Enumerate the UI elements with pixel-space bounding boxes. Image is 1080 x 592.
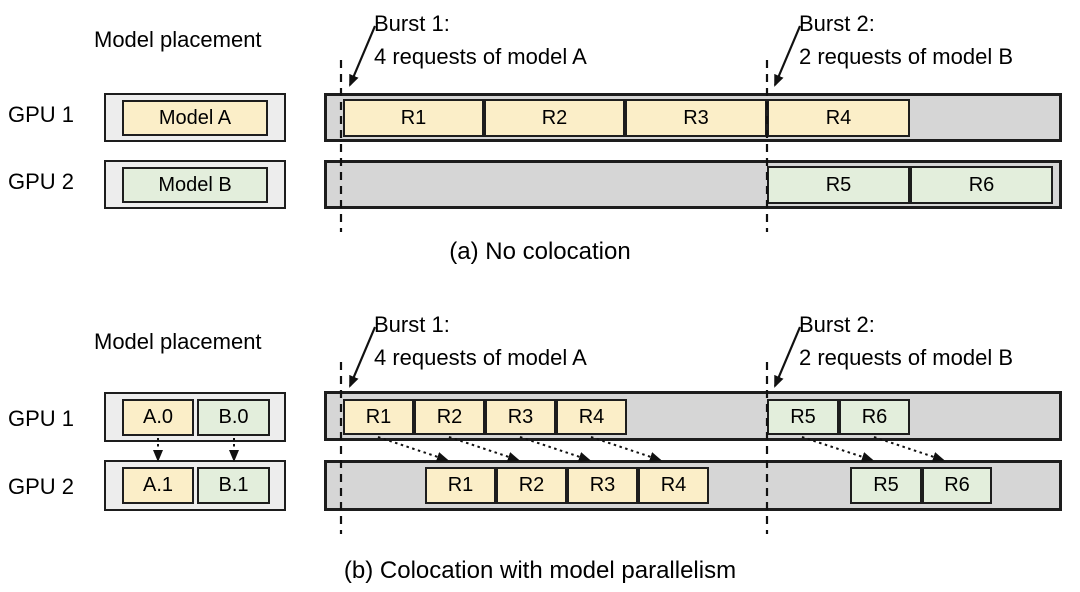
burst1-desc-b: 4 requests of model A [374, 345, 587, 370]
burst2-desc-a: 2 requests of model B [799, 44, 1014, 69]
request-box: R1 [425, 467, 496, 504]
request-box: R3 [567, 467, 638, 504]
request-box: R2 [414, 399, 485, 435]
request-box: R6 [910, 166, 1053, 204]
placement-title-a: Model placement [94, 27, 262, 52]
request-box: R5 [850, 467, 922, 504]
request-box: R6 [922, 467, 992, 504]
shard-box: A.0 [122, 399, 194, 436]
burst2-arrow-icon-a [773, 25, 802, 87]
request-box: R1 [343, 99, 484, 137]
shard-box: A.1 [122, 467, 194, 504]
placement-title-b: Model placement [94, 329, 262, 354]
request-box: R2 [496, 467, 567, 504]
burst1-arrow-icon-b [348, 326, 377, 388]
request-box: R5 [767, 166, 910, 204]
request-box: R4 [638, 467, 709, 504]
request-box: R3 [485, 399, 556, 435]
burst2-title-a: Burst 2: [799, 11, 875, 36]
request-box: R2 [484, 99, 625, 137]
burst1-title-a: Burst 1: [374, 11, 450, 36]
request-box: R1 [343, 399, 414, 435]
request-box: R3 [625, 99, 767, 137]
gpu2-label-b: GPU 2 [8, 474, 75, 499]
model-b-box: Model B [122, 167, 268, 203]
burst2-arrow-icon-b [773, 326, 802, 388]
gpu1-label-a: GPU 1 [8, 102, 75, 127]
request-box: R4 [556, 399, 627, 435]
caption-b: (b) Colocation with model parallelism [343, 557, 737, 584]
request-box: R4 [767, 99, 910, 137]
caption-a: (a) No colocation [449, 238, 631, 265]
shard-box: B.1 [197, 467, 270, 504]
request-box: R6 [839, 399, 910, 435]
model-a-box: Model A [122, 100, 268, 136]
burst1-title-b: Burst 1: [374, 312, 450, 337]
shard-box: B.0 [197, 399, 270, 436]
gpu1-label-b: GPU 1 [8, 406, 75, 431]
gpu2-label-a: GPU 2 [8, 169, 75, 194]
request-box: R5 [767, 399, 839, 435]
burst2-title-b: Burst 2: [799, 312, 875, 337]
burst1-arrow-icon-a [348, 25, 377, 87]
burst2-desc-b: 2 requests of model B [799, 345, 1014, 370]
burst1-desc-a: 4 requests of model A [374, 44, 587, 69]
